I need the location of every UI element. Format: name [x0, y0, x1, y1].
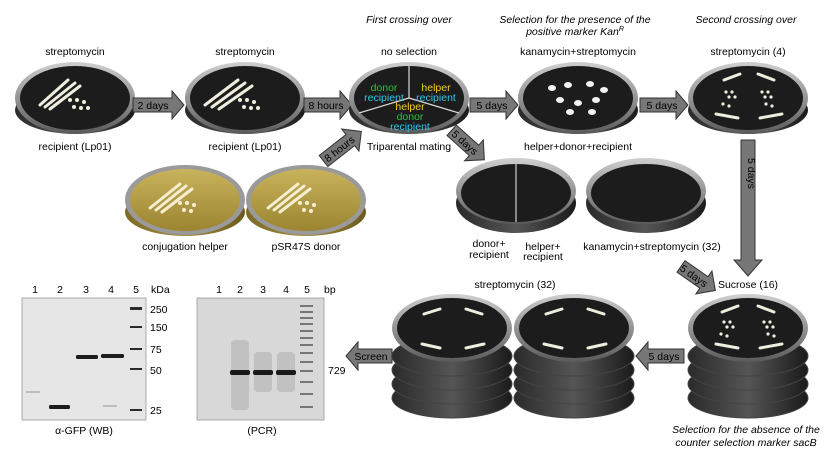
- pcr-bands: [230, 370, 296, 375]
- plate-2-top-label: streptomycin: [215, 46, 275, 58]
- pcr-lane-2: 2: [237, 284, 243, 296]
- svg-text:5 days: 5 days: [647, 100, 678, 112]
- second-crossing-header: Second crossing over: [696, 14, 797, 26]
- pcr-lane-4: 4: [283, 284, 289, 296]
- helper-label: conjugation helper: [142, 241, 228, 253]
- arrow-5-days-2: 5 days: [639, 89, 689, 121]
- plate-triparental: no selection donor recipient helper reci…: [349, 46, 469, 153]
- arrow-8-hours-diagonal: 8 hours: [318, 128, 362, 168]
- plate-stack-sucrose: Sucrose (16) Selection for the absence o…: [672, 279, 820, 449]
- plate-5-top-label: streptomycin (4): [710, 46, 785, 58]
- split-right-line1: helper+: [525, 241, 560, 253]
- pcr-lane-1: 1: [216, 284, 222, 296]
- sector-right-recipient: recipient: [416, 92, 456, 104]
- plate-recipient-1: streptomycin recipient (Lp01): [15, 46, 135, 153]
- plate-psr47s-donor: pSR47S donor: [246, 165, 366, 253]
- sector-left-donor: donor: [371, 82, 398, 94]
- pcr-unit: bp: [324, 284, 336, 296]
- pcr-caption: (PCR): [247, 425, 276, 437]
- plate-4-bottom-label: helper+donor+recipient: [524, 141, 632, 153]
- sector-bottom-helper: helper: [395, 101, 425, 113]
- selection-kan-header-line1: Selection for the presence of the: [499, 14, 650, 26]
- wb-marker-250: 250: [150, 304, 168, 316]
- kanstrep32-label: kanamycin+streptomycin (32): [583, 241, 720, 253]
- wb-caption: α-GFP (WB): [55, 425, 113, 437]
- svg-text:5 days: 5 days: [745, 158, 757, 189]
- svg-text:5 days: 5 days: [649, 351, 680, 363]
- plate-kanamycin-streptomycin: kanamycin+streptomycin helper+donor+reci…: [518, 46, 638, 153]
- wb-marker-50: 50: [150, 365, 162, 377]
- colony-streaks: [38, 78, 82, 111]
- plate-3-bottom-label: Triparental mating: [367, 141, 451, 153]
- sector-left-recipient: recipient: [364, 92, 404, 104]
- plate-3-top-label: no selection: [381, 46, 437, 58]
- pcr-ladder: [300, 305, 313, 408]
- plate-conjugation-helper: conjugation helper: [125, 165, 245, 253]
- split-right-line2: recipient: [523, 251, 563, 263]
- svg-text:5 days: 5 days: [477, 100, 508, 112]
- arrow-8-hours: 8 hours: [303, 89, 353, 121]
- strep32-label: streptomycin (32): [474, 279, 555, 291]
- arrow-screen: Screen: [345, 340, 393, 372]
- sector-bottom-recipient: recipient: [390, 121, 430, 133]
- first-crossing-header: First crossing over: [366, 14, 452, 26]
- wb-marker-75: 75: [150, 344, 162, 356]
- split-left-line2: recipient: [469, 249, 509, 261]
- wb-lane-2: 2: [57, 284, 63, 296]
- plate-kanamycin-streptomycin-32: kanamycin+streptomycin (32): [583, 158, 721, 253]
- svg-text:Screen: Screen: [354, 351, 387, 363]
- plate-1-bottom-label: recipient (Lp01): [39, 141, 112, 153]
- arrow-5-days-1: 5 days: [469, 89, 519, 121]
- colonies: [548, 81, 608, 115]
- wb-ladder: [130, 307, 142, 411]
- plate-1-top-label: streptomycin: [45, 46, 105, 58]
- sector-bottom-donor: donor: [397, 111, 424, 123]
- arrow-2-days: 2 days: [132, 89, 185, 121]
- donor-label: pSR47S donor: [272, 241, 341, 253]
- wb-bands: [49, 354, 124, 409]
- pcr-lane-3: 3: [260, 284, 266, 296]
- plate-4-top-label: kanamycin+streptomycin: [520, 46, 636, 58]
- split-left-line1: donor+: [473, 238, 506, 250]
- arrow-5-days-diagonal-2: 5 days: [676, 259, 716, 295]
- plate-streptomycin-4: streptomycin (4): [688, 46, 808, 134]
- wb-lane-4: 4: [108, 284, 114, 296]
- wb-marker-25: 25: [150, 405, 162, 417]
- plate-stack-strep32-right: [513, 294, 635, 419]
- western-blot-panel: 1 2 3 4 5 kDa 250 150 75 50: [21, 284, 170, 437]
- wb-lane-5: 5: [133, 284, 139, 296]
- plate-split-control: donor+ recipient helper+ recipient: [456, 158, 576, 263]
- wb-lane-1: 1: [32, 284, 38, 296]
- plate-2-bottom-label: recipient (Lp01): [209, 141, 282, 153]
- sucrose-label: Sucrose (16): [718, 279, 778, 291]
- colony-dots: [68, 98, 90, 110]
- sacb-header-line1: Selection for the absence of the: [672, 424, 820, 436]
- plate-stack-strep32-left: [391, 294, 513, 419]
- wb-unit: kDa: [151, 284, 170, 296]
- selection-kan-header-line2: positive marker KanR: [525, 26, 624, 38]
- sector-right-helper: helper: [421, 82, 451, 94]
- sacb-header-line2: counter selection marker sacB: [675, 437, 816, 449]
- plate-recipient-2: streptomycin recipient (Lp01): [185, 46, 305, 153]
- svg-text:2 days: 2 days: [138, 100, 169, 112]
- svg-text:8 hours: 8 hours: [308, 100, 343, 112]
- arrow-5-days-left: 5 days: [635, 340, 685, 372]
- pcr-band-label: 729: [328, 365, 346, 377]
- pcr-gel-panel: 1 2 3 4 5 bp 729 (PCR): [196, 284, 346, 437]
- wb-lane-3: 3: [83, 284, 89, 296]
- arrow-5-days-down: 5 days: [732, 139, 764, 277]
- pcr-lane-5: 5: [304, 284, 310, 296]
- wb-marker-150: 150: [150, 322, 168, 334]
